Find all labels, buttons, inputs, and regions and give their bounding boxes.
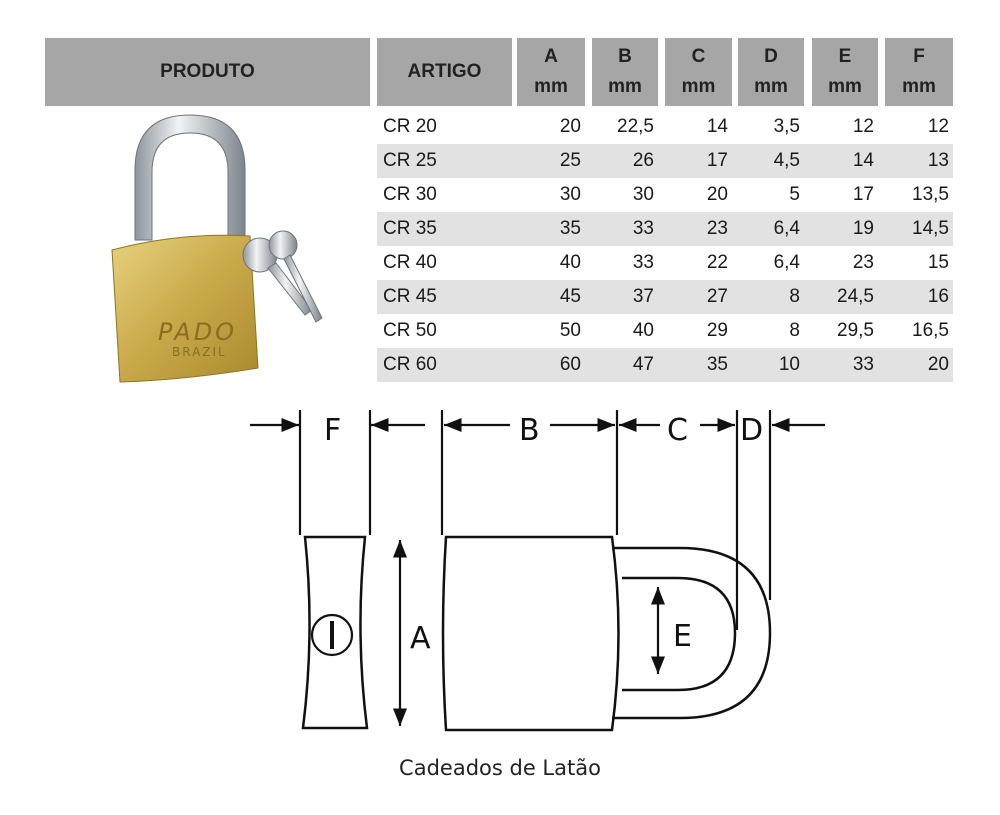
technical-diagram (250, 410, 825, 732)
artigo-cell: CR 20 (383, 116, 437, 137)
value-cell: 33 (632, 252, 654, 273)
value-cell: 22 (706, 252, 728, 273)
value-cell: 14 (852, 150, 874, 171)
artigo-cell: CR 35 (383, 218, 437, 239)
table-row: CR 50 50 40 29 8 29,5 16,5 (377, 314, 953, 348)
header-unit: mm (902, 76, 936, 97)
table-row: CR 25 25 26 17 4,5 14 13 (377, 144, 953, 178)
artigo-cell: CR 30 (383, 184, 437, 205)
value-cell: 35 (706, 354, 728, 375)
artigo-cell: CR 50 (383, 320, 437, 341)
header-letter: D (764, 46, 778, 67)
value-cell: 37 (632, 286, 654, 307)
value-cell: 19 (852, 218, 874, 239)
table-row: CR 45 45 37 27 8 24,5 16 (377, 280, 953, 314)
value-cell: 15 (927, 252, 949, 273)
value-cell: 30 (559, 184, 581, 205)
value-cell: 5 (789, 184, 800, 205)
value-cell: 14 (706, 116, 728, 137)
value-cell: 20 (559, 116, 581, 137)
header-produto: PRODUTO (45, 38, 370, 106)
value-cell: 24,5 (837, 286, 874, 307)
value-cell: 12 (852, 116, 874, 137)
value-cell: 13,5 (912, 184, 949, 205)
padlock-photo: PADO BRAZIL (111, 114, 323, 383)
value-cell: 6,4 (773, 218, 800, 239)
artigo-cell: CR 60 (383, 354, 437, 375)
header-unit: mm (534, 76, 568, 97)
value-cell: 40 (632, 320, 654, 341)
artigo-cell: CR 45 (383, 286, 437, 307)
value-cell: 8 (789, 320, 800, 341)
value-cell: 14,5 (912, 218, 949, 239)
value-cell: 6,4 (773, 252, 800, 273)
value-cell: 47 (632, 354, 654, 375)
header-unit: mm (754, 76, 788, 97)
value-cell: 50 (559, 320, 581, 341)
artigo-cell: CR 25 (383, 150, 437, 171)
header-label: PRODUTO (160, 61, 255, 82)
value-cell: 20 (706, 184, 728, 205)
value-cell: 3,5 (773, 116, 800, 137)
value-cell: 45 (559, 286, 581, 307)
keys (242, 230, 323, 323)
value-cell: 30 (632, 184, 654, 205)
header-unit: mm (608, 76, 642, 97)
value-cell: 12 (927, 116, 949, 137)
header-unit: mm (828, 76, 862, 97)
header-artigo: ARTIGO (377, 38, 512, 106)
header-letter: E (838, 46, 852, 67)
value-cell: 29 (706, 320, 728, 341)
table-row: CR 30 30 30 20 5 17 13,5 (377, 178, 953, 212)
value-cell: 10 (778, 354, 800, 375)
value-cell: 27 (706, 286, 728, 307)
header-label: ARTIGO (407, 61, 482, 82)
diagram-caption: Cadeados de Latão (399, 756, 601, 780)
value-cell: 20 (927, 354, 949, 375)
brand-logo: PADO (158, 318, 237, 346)
dim-label-d: D (740, 413, 763, 448)
value-cell: 40 (559, 252, 581, 273)
value-cell: 16,5 (912, 320, 949, 341)
table-row: CR 60 60 47 35 10 33 20 (377, 348, 953, 382)
value-cell: 33 (852, 354, 874, 375)
value-cell: 25 (559, 150, 581, 171)
value-cell: 13 (927, 150, 949, 171)
header-unit: mm (681, 76, 716, 97)
value-cell: 17 (852, 184, 874, 205)
header-letter: F (913, 46, 925, 67)
artigo-cell: CR 40 (383, 252, 437, 273)
table-row: CR 40 40 33 22 6,4 23 15 (377, 246, 953, 280)
dim-label-b: B (519, 413, 540, 448)
value-cell: 17 (706, 150, 728, 171)
value-cell: 16 (927, 286, 949, 307)
value-cell: 22,5 (617, 116, 654, 137)
value-cell: 26 (632, 150, 654, 171)
table-row: CR 20 20 22,5 14 3,5 12 12 (377, 110, 953, 144)
dim-label-e: E (673, 619, 692, 654)
dim-label-f: F (324, 413, 341, 448)
value-cell: 35 (559, 218, 581, 239)
header-letter: B (618, 46, 632, 67)
header-letter: C (691, 46, 706, 67)
dim-label-c: C (667, 413, 688, 448)
value-cell: 23 (852, 252, 874, 273)
origin-engraving: BRAZIL (172, 345, 227, 359)
value-cell: 33 (632, 218, 654, 239)
value-cell: 4,5 (773, 150, 800, 171)
dim-label-a: A (410, 621, 431, 656)
value-cell: 23 (706, 218, 728, 239)
value-cell: 8 (789, 286, 800, 307)
table-row: CR 35 35 33 23 6,4 19 14,5 (377, 212, 953, 246)
value-cell: 29,5 (837, 320, 874, 341)
header-letter: A (544, 46, 558, 67)
value-cell: 60 (559, 354, 581, 375)
